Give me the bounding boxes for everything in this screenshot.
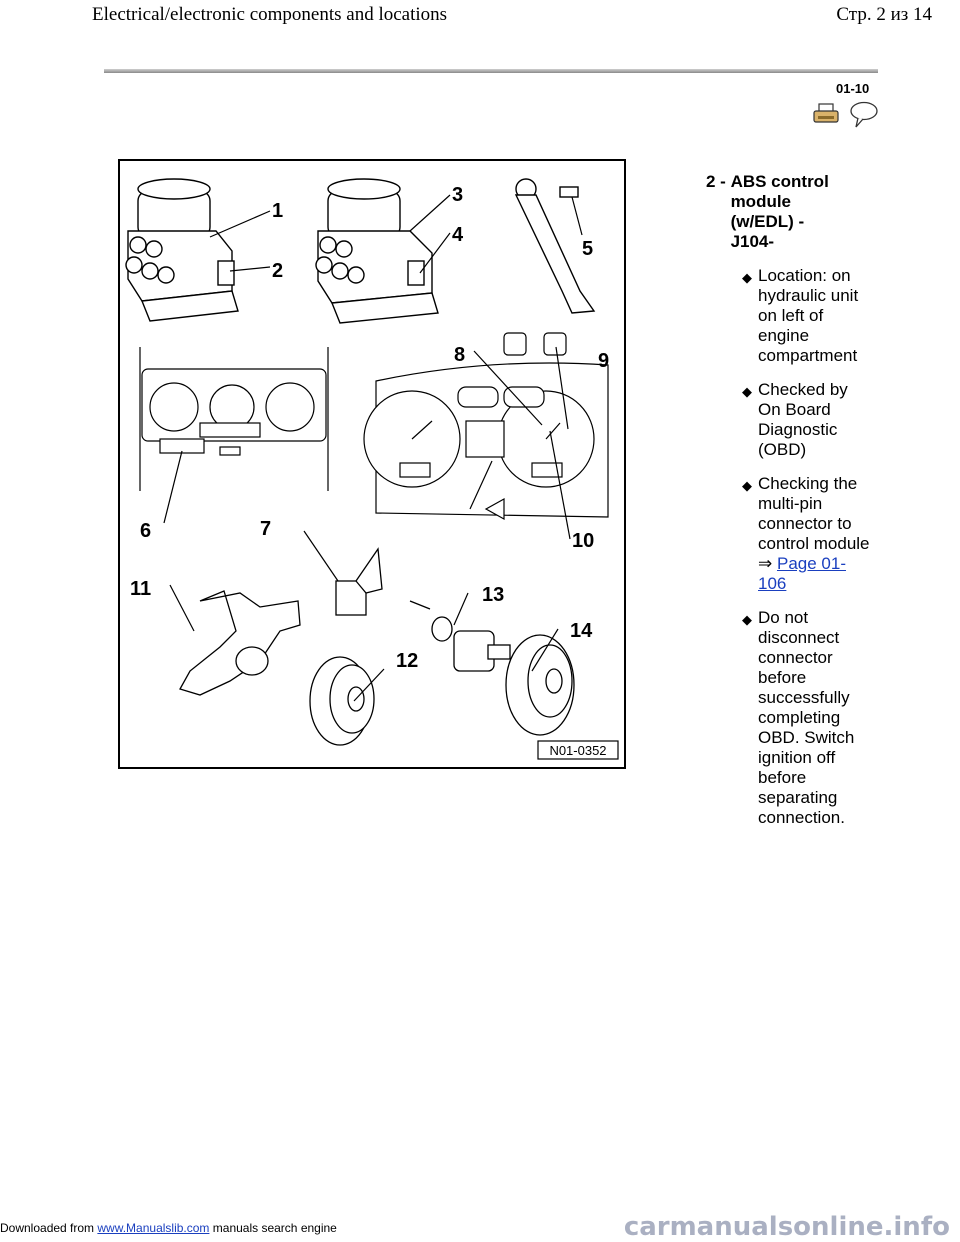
figure-code-box <box>537 740 619 760</box>
footer-suffix: manuals search engine <box>209 1221 337 1235</box>
wheel-hub-rear <box>505 634 575 736</box>
abs-hydraulic-unit-left <box>125 178 239 322</box>
item-number: 2 - <box>706 172 731 191</box>
bullet-text: Checked by On Board Diagnostic (OBD) <box>758 380 848 459</box>
diamond-bullet-icon: ◆ <box>742 478 752 493</box>
header-title: Electrical/electronic components and loc… <box>92 4 448 25</box>
diamond-bullet-icon: ◆ <box>742 384 752 399</box>
brake-pedal <box>514 178 596 314</box>
center-console <box>139 347 329 491</box>
callout-4: 4 <box>452 224 464 246</box>
speed-sensor <box>335 547 383 616</box>
wheel-hub-front <box>309 656 375 746</box>
callout-2: 2 <box>272 260 283 282</box>
callout-1: 1 <box>272 200 283 222</box>
speech-bubble-icon[interactable] <box>849 101 879 129</box>
printer-icon[interactable] <box>813 103 839 125</box>
stub-axle <box>409 600 511 672</box>
component-locations-figure: 1 2 3 4 5 6 7 8 9 10 11 12 13 14 N01-035… <box>118 159 626 769</box>
bullet-text: Do not disconnect connector before succe… <box>758 608 855 827</box>
callout-3: 3 <box>452 184 463 206</box>
bullet-connector-check: ◆ Checking the multi-pin connector to co… <box>742 474 870 594</box>
diamond-bullet-icon: ◆ <box>742 612 752 627</box>
footer: Downloaded from www.Manualslib.com manua… <box>0 1221 337 1235</box>
item-title-text: ABS control module (w/EDL) - J104- <box>730 172 829 251</box>
callout-13: 13 <box>482 584 504 606</box>
footer-prefix: Downloaded from <box>0 1221 98 1235</box>
callout-10: 10 <box>572 530 594 552</box>
abs-hydraulic-unit-right <box>315 178 439 324</box>
callout-14: 14 <box>570 620 593 642</box>
callout-7: 7 <box>260 518 271 540</box>
bullet-text: Location: on hydraulic unit on left of e… <box>758 266 859 365</box>
diamond-bullet-icon: ◆ <box>742 270 752 285</box>
page-number: 01-10 <box>836 81 870 96</box>
bullet-text: Checking the multi-pin connector to cont… <box>758 474 870 573</box>
callout-8: 8 <box>454 344 465 366</box>
component-description: 2 - ABS control module (w/EDL) - J104- ◆… <box>706 172 886 828</box>
item-title: 2 - ABS control module (w/EDL) - J104- <box>706 172 886 252</box>
steering-knuckle <box>179 590 301 696</box>
bullet-warning: ◆ Do not disconnect connector before suc… <box>742 608 870 828</box>
figure-code: N01-0352 <box>549 743 606 758</box>
header-page-indicator: Стр. 2 из 14 <box>836 4 932 25</box>
callout-5: 5 <box>582 238 593 260</box>
header-rule <box>104 69 878 73</box>
callout-6: 6 <box>140 520 151 542</box>
callout-12: 12 <box>396 650 418 672</box>
instrument-cluster <box>363 332 609 521</box>
footer-link[interactable]: www.Manualslib.com <box>97 1221 210 1235</box>
callout-11: 11 <box>130 578 151 600</box>
bullet-obd-check: ◆ Checked by On Board Diagnostic (OBD) <box>742 380 870 460</box>
page-link[interactable]: Page 01-106 <box>758 554 846 593</box>
bullet-location: ◆ Location: on hydraulic unit on left of… <box>742 266 870 366</box>
callout-9: 9 <box>598 350 609 372</box>
watermark: carmanualsonline.info <box>623 1212 950 1242</box>
